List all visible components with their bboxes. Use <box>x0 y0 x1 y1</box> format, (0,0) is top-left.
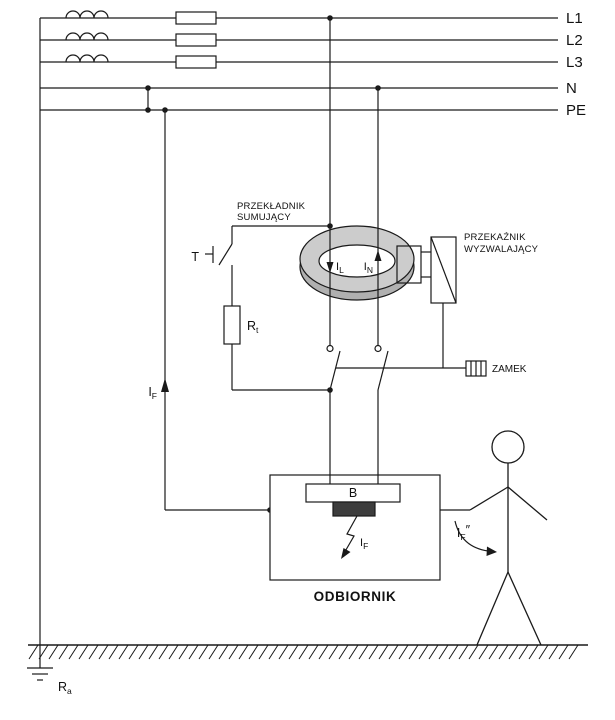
fuse-icon <box>175 33 217 47</box>
junction-dot <box>145 85 151 91</box>
svg-text:SUMUJĄCY: SUMUJĄCY <box>237 212 291 223</box>
n-pe-bond <box>145 85 151 113</box>
il-down-arrow-icon <box>326 262 334 273</box>
if-up-arrow-icon <box>161 378 169 392</box>
summation-transformer <box>299 225 415 301</box>
junction-dot <box>145 107 151 113</box>
supply-bus <box>40 10 558 111</box>
label-if-fault: IF <box>360 537 368 551</box>
secondary-winding-icon <box>396 245 422 284</box>
label-Ra: Ra <box>58 680 72 696</box>
pe-fault-conductor <box>164 110 270 511</box>
fault-bolt-icon <box>342 515 358 556</box>
svg-text:PRZEKŁADNIK: PRZEKŁADNIK <box>237 201 306 212</box>
person-leg-right <box>507 571 542 646</box>
person-arm-right <box>507 486 548 521</box>
person-arm-left <box>469 486 509 511</box>
contact-blade <box>329 350 341 391</box>
system-earth-conductor <box>27 18 53 681</box>
junction-dot <box>327 387 333 393</box>
label-odbiornik: ODBIORNIK <box>314 589 397 604</box>
load-element-body <box>332 501 376 517</box>
test-branch <box>205 225 330 391</box>
person-head <box>491 430 525 464</box>
label-if-pe: IF <box>148 385 157 401</box>
transformer-label: PRZEKŁADNIK SUMUJĄCY <box>237 201 306 223</box>
fuse-icon <box>175 11 217 25</box>
load-box <box>269 474 441 581</box>
label-L2: L2 <box>566 32 583 49</box>
fault-bolt-arrowhead-icon <box>341 548 351 559</box>
contact-blade <box>377 350 389 391</box>
label-il: IL <box>336 261 344 275</box>
relay-label: PRZEKAŹNIK WYZWALAJĄCY <box>464 232 539 255</box>
latch <box>465 360 487 377</box>
junction-dot <box>375 85 381 91</box>
main-contacts <box>326 344 466 391</box>
contact-pivot <box>326 344 334 353</box>
label-test-button: T <box>191 250 199 264</box>
person-figure <box>440 430 548 646</box>
label-b-element: B <box>349 486 357 500</box>
test-switch-blade <box>218 243 233 266</box>
svg-text:WYZWALAJĄCY: WYZWALAJĄCY <box>464 244 539 255</box>
ground-hatch <box>28 644 579 660</box>
ground <box>28 644 588 660</box>
bus-labels: L1 L2 L3 N PE <box>566 10 586 119</box>
in-up-arrow-icon <box>374 250 382 261</box>
label-if-body: IF″ <box>457 523 471 542</box>
source-winding-icon <box>65 54 109 63</box>
source-winding-icon <box>65 10 109 19</box>
body-current-arrowhead-icon <box>486 546 497 556</box>
junction-dot <box>327 223 333 229</box>
svg-text:PRZEKAŹNIK: PRZEKAŹNIK <box>464 232 526 243</box>
label-N: N <box>566 80 577 97</box>
core-hole <box>318 244 396 278</box>
main-conductors <box>329 18 379 484</box>
trip-relay-group <box>396 236 457 368</box>
person-leg-left <box>476 571 509 646</box>
contact-pivot <box>374 344 382 353</box>
junction-dot <box>162 107 168 113</box>
label-L1: L1 <box>566 10 583 27</box>
test-resistor-icon <box>223 305 241 345</box>
label-rt: Rt <box>247 319 259 335</box>
label-PE: PE <box>566 102 586 119</box>
label-L3: L3 <box>566 54 583 71</box>
fuse-icon <box>175 55 217 69</box>
source-winding-icon <box>65 32 109 41</box>
body-current-arrow <box>454 520 489 552</box>
label-in: IN <box>364 261 373 275</box>
junction-dot <box>327 15 333 21</box>
label-zamek: ZAMEK <box>492 364 527 375</box>
